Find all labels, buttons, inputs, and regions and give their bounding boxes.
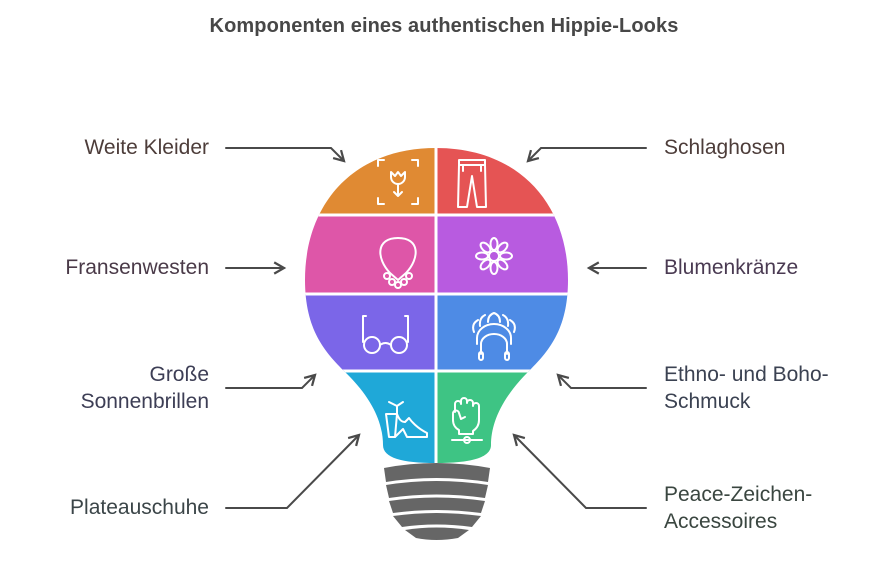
- high-heel-icon: [385, 401, 428, 438]
- label-line: Schmuck: [664, 390, 751, 413]
- glasses-icon: [362, 315, 409, 354]
- arrow-schlaghosen: [526, 147, 647, 163]
- diagram-title: Komponenten eines authentischen Hippie-L…: [209, 15, 679, 37]
- label-line: Peace-Zeichen-: [664, 483, 813, 506]
- label-line: Große: [149, 363, 209, 386]
- arrow-ethno-boho: [556, 373, 647, 389]
- dress-flower-icon: [377, 159, 419, 205]
- label-weite-kleider: Weite Kleider: [84, 136, 209, 159]
- fist-bracelet-icon: [451, 397, 483, 444]
- bulb-glass: [300, 140, 576, 471]
- segment-fransenwesten[interactable]: [300, 215, 436, 294]
- headdress-icon: [472, 312, 516, 361]
- arrow-weite-kleider: [225, 147, 346, 163]
- segment-peace[interactable]: [436, 371, 576, 471]
- arrow-peace: [512, 433, 647, 509]
- label-line: Ethno- und Boho-: [664, 363, 829, 386]
- pants-icon: [457, 159, 487, 208]
- label-ethno-boho: Ethno- und Boho- Schmuck: [664, 361, 829, 415]
- segment-blumenkraenze[interactable]: [436, 215, 576, 294]
- arrow-plateauschuhe: [225, 433, 361, 509]
- label-fransenwesten: Fransenwesten: [65, 256, 209, 279]
- label-sonnenbrillen: Große Sonnenbrillen: [81, 361, 209, 415]
- label-line: Accessoires: [664, 510, 778, 533]
- label-blumenkraenze: Blumenkränze: [664, 256, 799, 279]
- segment-sonnenbrillen[interactable]: [300, 294, 436, 371]
- arrow-sonnenbrillen: [225, 373, 317, 389]
- flower-icon: [475, 237, 513, 275]
- label-schlaghosen: Schlaghosen: [664, 136, 786, 159]
- bulb-socket: [384, 463, 490, 540]
- label-plateauschuhe: Plateauschuhe: [70, 496, 209, 519]
- label-peace: Peace-Zeichen- Accessoires: [664, 481, 812, 535]
- segment-plateauschuhe[interactable]: [300, 371, 436, 471]
- label-line: Sonnenbrillen: [80, 390, 209, 413]
- segment-schlaghosen[interactable]: [436, 140, 576, 215]
- necklace-icon: [379, 237, 417, 289]
